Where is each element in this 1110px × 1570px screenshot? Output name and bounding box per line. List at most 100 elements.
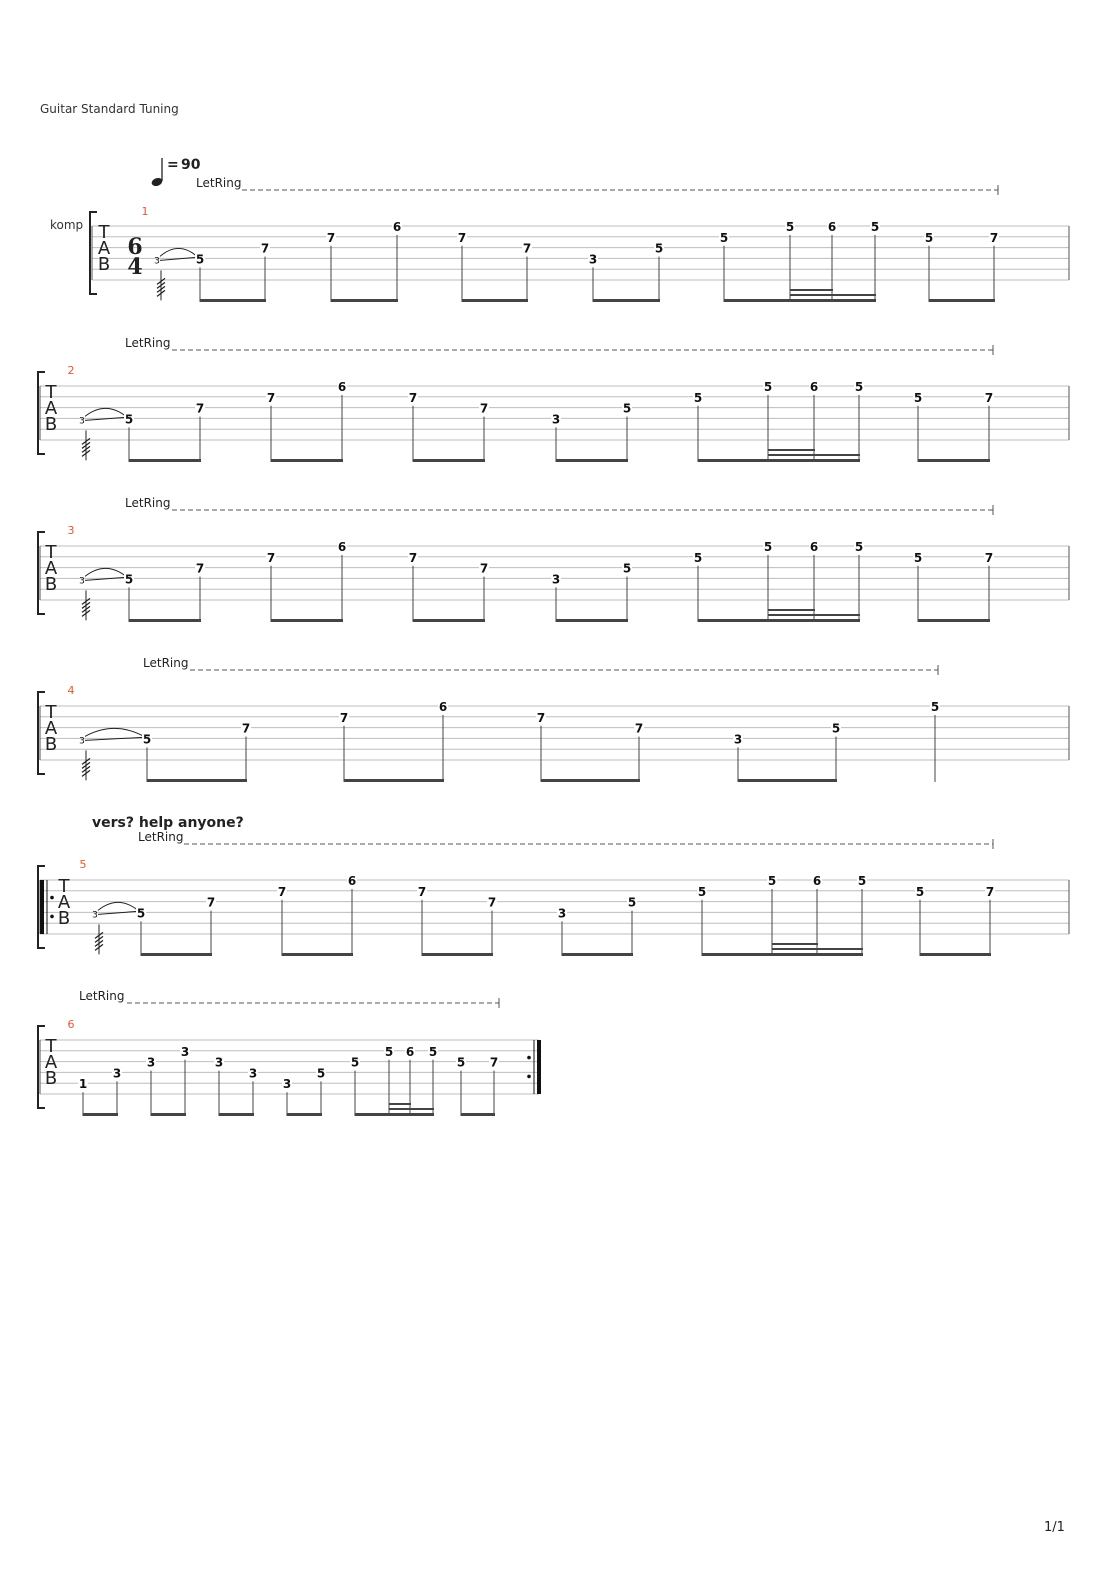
fret-knockout <box>984 391 994 403</box>
fret-number: 5 <box>768 874 776 888</box>
beam <box>129 619 201 622</box>
slide-line <box>84 576 126 581</box>
fret-knockout <box>337 541 347 552</box>
beam <box>920 953 991 956</box>
beam <box>413 459 485 462</box>
beam-sixteenth <box>768 449 815 451</box>
fret-knockout <box>241 722 251 734</box>
grace-flag <box>81 765 91 773</box>
bar-number: 1 <box>142 205 149 218</box>
grace-flag <box>81 609 91 617</box>
grace-flag <box>81 769 91 777</box>
fret-knockout <box>697 885 707 897</box>
fret-knockout <box>857 875 867 886</box>
fret-knockout <box>457 231 467 243</box>
let-ring-label: LetRing <box>125 336 170 350</box>
fret-knockout <box>693 551 703 563</box>
fret-number: 5 <box>916 885 924 899</box>
beam-sixteenth <box>768 614 815 616</box>
fret-knockout <box>456 1056 466 1068</box>
system-bracket <box>37 531 45 615</box>
fret-number: 7 <box>196 402 204 416</box>
beam <box>698 459 860 462</box>
fret-number: 5 <box>429 1045 437 1059</box>
fret-number: 5 <box>196 252 204 266</box>
grace-flag <box>156 289 166 297</box>
tab-clef-letter: B <box>45 574 57 595</box>
bar-number: 2 <box>68 364 75 377</box>
fret-knockout <box>384 1045 394 1057</box>
beam-sixteenth <box>768 609 815 611</box>
fret-knockout <box>522 242 532 254</box>
grace-flag <box>156 285 166 293</box>
beam <box>918 459 990 462</box>
fret-knockout <box>551 573 561 585</box>
beam <box>929 299 995 302</box>
fret-number: 5 <box>385 1045 393 1059</box>
fret-knockout <box>124 573 134 585</box>
fret-number: 6 <box>813 874 821 888</box>
fret-knockout <box>915 885 925 897</box>
let-ring-label: LetRing <box>79 989 124 1003</box>
beam-sixteenth <box>832 294 876 296</box>
fret-number: 5 <box>832 722 840 736</box>
time-signature-top: 6 <box>127 234 142 260</box>
fret-knockout <box>479 402 489 414</box>
track-label: komp <box>50 218 83 232</box>
fret-number: 6 <box>828 220 836 234</box>
tab-clef-letter: B <box>45 1068 57 1089</box>
beam <box>738 779 837 782</box>
fret-number: 5 <box>914 551 922 565</box>
repeat-end-thick-bar <box>537 1040 541 1094</box>
beam <box>282 953 353 956</box>
grace-flag <box>81 597 91 605</box>
fret-knockout <box>392 221 402 232</box>
fret-knockout <box>809 541 819 552</box>
fret-number: 5 <box>931 700 939 714</box>
fret-knockout <box>408 391 418 403</box>
fret-knockout <box>785 221 795 232</box>
time-signature-bottom: 4 <box>127 254 142 280</box>
fret-knockout <box>913 551 923 563</box>
fret-number: 7 <box>990 231 998 245</box>
fret-knockout <box>347 875 357 886</box>
bar-number: 3 <box>68 524 75 537</box>
beam <box>141 953 212 956</box>
grace-note: 3 <box>154 256 160 266</box>
system-bracket <box>37 691 45 775</box>
beam <box>556 619 628 622</box>
fret-number: 3 <box>552 412 560 426</box>
fret-knockout <box>763 541 773 552</box>
tempo-equals: = <box>167 157 179 173</box>
slide-line <box>159 256 197 261</box>
fret-number: 5 <box>125 412 133 426</box>
fret-knockout <box>206 896 216 908</box>
fret-knockout <box>854 541 864 552</box>
beam <box>702 953 863 956</box>
fret-knockout <box>622 402 632 414</box>
fret-number: 3 <box>734 732 742 746</box>
beam-sixteenth <box>814 454 860 456</box>
repeat-dot <box>50 914 54 919</box>
slur-arc <box>84 727 145 737</box>
tab-clef-letter: B <box>98 254 110 275</box>
fret-number: 7 <box>635 722 643 736</box>
fret-number: 6 <box>393 220 401 234</box>
fret-number: 7 <box>340 711 348 725</box>
tab-clef-letter: A <box>45 558 58 579</box>
fret-knockout <box>634 722 644 734</box>
fret-knockout <box>195 253 205 265</box>
grace-flag <box>81 601 91 609</box>
beam <box>593 299 660 302</box>
fret-number: 7 <box>409 551 417 565</box>
fret-number: 5 <box>855 540 863 554</box>
repeat-dot <box>527 1074 531 1079</box>
fret-number: 7 <box>523 242 531 256</box>
fret-number: 6 <box>439 700 447 714</box>
slur-arc <box>159 247 198 257</box>
